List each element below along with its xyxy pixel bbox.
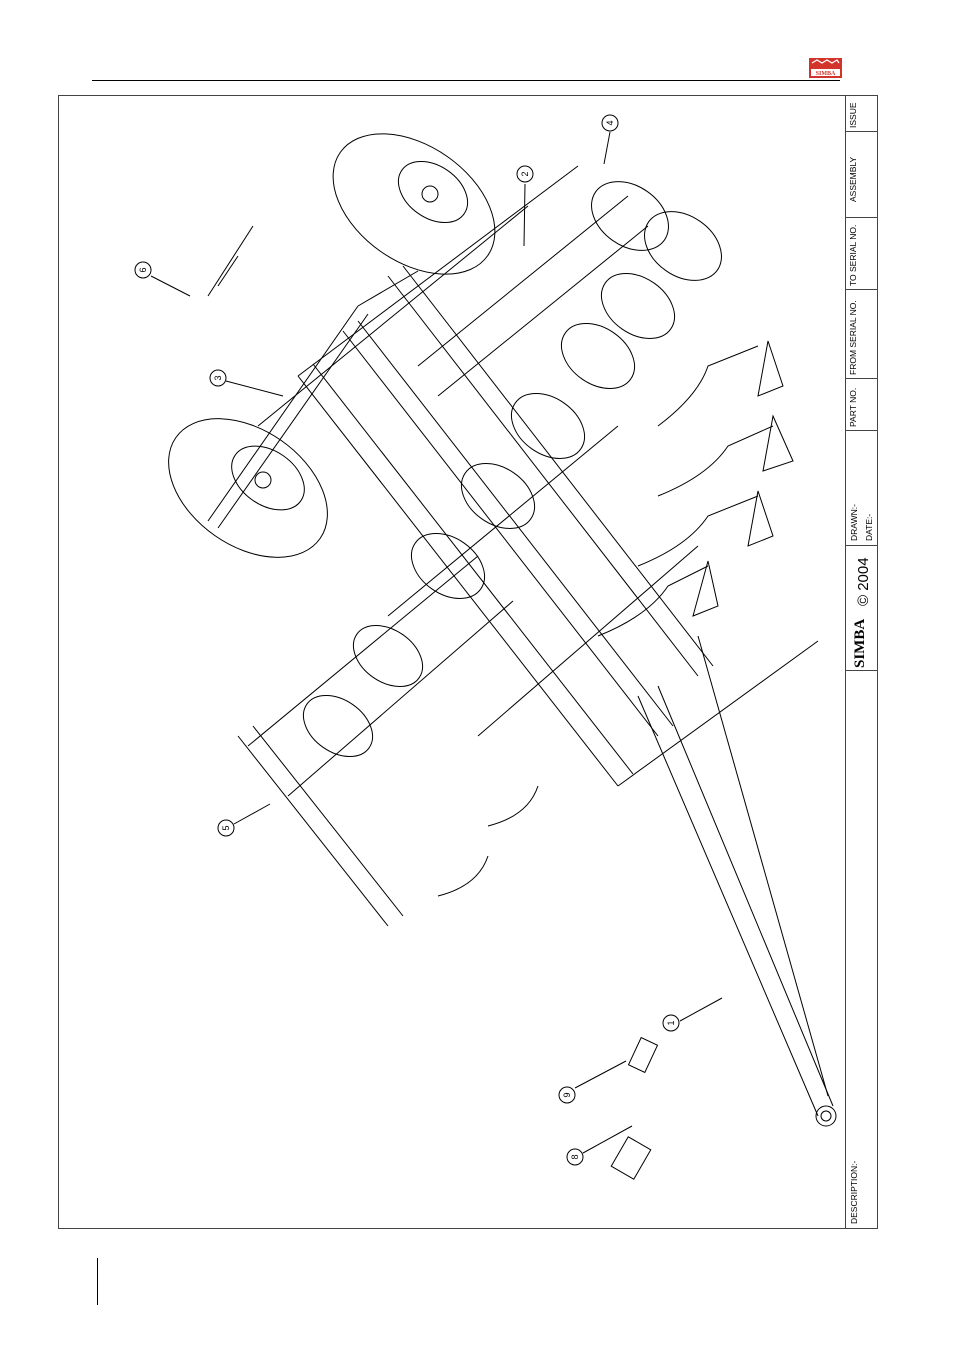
svg-text:4: 4: [605, 120, 615, 125]
svg-text:SIMBA: SIMBA: [816, 71, 836, 77]
part-no-label: PART NO.: [848, 388, 858, 427]
callout-1: 1: [663, 998, 722, 1031]
svg-text:2: 2: [520, 171, 530, 176]
callout-3: 3: [210, 370, 283, 396]
to-serial-label: TO SERIAL NO.: [848, 225, 858, 286]
callout-6: 6: [135, 262, 190, 296]
title-block-divider: [845, 545, 878, 546]
copyright-text: © 2004: [855, 557, 872, 606]
hitch-part: [208, 226, 253, 296]
simba-logo: SIMBA: [809, 58, 842, 78]
wheel-rear-lower: [143, 390, 354, 586]
assembly-label: ASSEMBLY: [848, 157, 858, 202]
cultivator-legs: [438, 341, 793, 896]
callout-9: 9: [559, 1061, 626, 1103]
header-rule: [92, 80, 840, 81]
drawn-label: DRAWN:-: [849, 504, 859, 541]
page-margin-mark: [97, 1258, 98, 1305]
title-block-divider: [845, 670, 878, 671]
callout-4: 4: [602, 115, 618, 164]
callout-8: 8: [567, 1126, 632, 1165]
main-frame: [238, 166, 818, 926]
title-block-divider: [845, 430, 878, 431]
issue-label: ISSUE: [848, 102, 858, 128]
svg-text:9: 9: [562, 1092, 572, 1097]
exploded-assembly-drawing: 1 2 3 4 5 6 8 9: [58, 96, 844, 1228]
title-block-divider: [845, 131, 878, 132]
title-block-divider: [845, 217, 878, 218]
callout-5: 5: [218, 804, 270, 836]
date-label: DATE:-: [864, 514, 874, 541]
svg-text:3: 3: [213, 375, 223, 380]
svg-text:5: 5: [221, 825, 231, 830]
disc-gangs: [292, 167, 735, 769]
drawbar: [638, 636, 836, 1126]
title-block-divider: [845, 289, 878, 290]
brand-name: SIMBA: [852, 619, 869, 668]
svg-text:8: 8: [570, 1154, 580, 1159]
from-serial-label: FROM SERIAL NO.: [848, 300, 858, 375]
title-block-divider: [845, 378, 878, 379]
callout-2: 2: [517, 166, 533, 246]
description-label: DESCRIPTION:-: [849, 1161, 859, 1224]
svg-text:6: 6: [138, 267, 148, 272]
loose-parts: [208, 226, 657, 1179]
svg-text:1: 1: [666, 1020, 676, 1025]
